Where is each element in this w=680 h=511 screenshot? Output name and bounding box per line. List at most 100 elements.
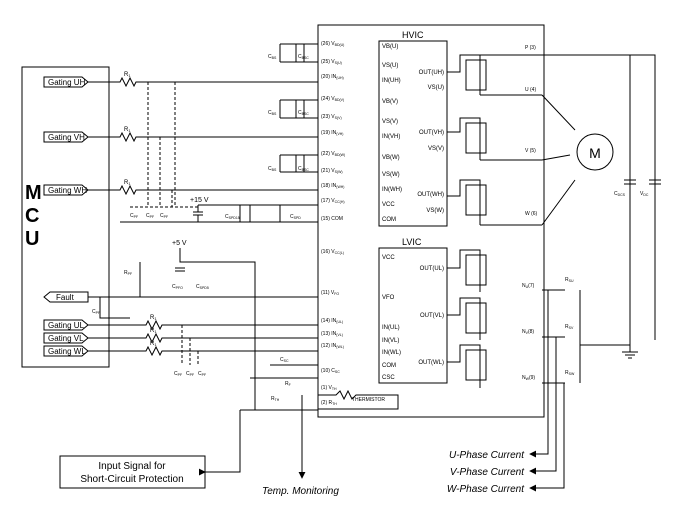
svg-text:(22) VBD(W): (22) VBD(W) <box>321 151 345 157</box>
mcu-block <box>21 66 110 368</box>
v5-label: +5 V <box>172 240 187 247</box>
svg-text:VS(V): VS(V) <box>382 119 398 125</box>
rth-label: RTH <box>271 396 280 402</box>
svg-text:P (3): P (3) <box>525 45 536 51</box>
svg-text:CPF: CPF <box>174 371 182 377</box>
svg-text:CBSC: CBSC <box>298 166 309 172</box>
input-filter-dashed <box>130 82 199 365</box>
svg-text:(20) IN(UH): (20) IN(UH) <box>321 74 344 80</box>
svg-text:CBS: CBS <box>268 110 277 116</box>
svg-text:V (5): V (5) <box>525 148 536 154</box>
gating-uh-port: Gating UH <box>43 76 89 88</box>
svg-text:(2) RTH: (2) RTH <box>321 400 337 406</box>
output-pin-labels: P (3) U (4) V (5) W (6) NU(7) NV(8) NW(9… <box>522 45 538 381</box>
svg-text:RSW: RSW <box>565 370 575 376</box>
svg-text:Gating UL: Gating UL <box>48 321 85 330</box>
svg-text:VCC: VCC <box>382 255 395 261</box>
svg-text:VS(W): VS(W) <box>426 208 444 214</box>
svg-text:(17) VCC(H): (17) VCC(H) <box>321 198 345 204</box>
hvic-input-labels: VB(U) VS(U) IN(UH) VB(V) VS(V) IN(VH) VB… <box>382 44 402 223</box>
svg-text:W (6): W (6) <box>525 211 538 217</box>
svg-text:CPF: CPF <box>186 371 194 377</box>
thermistor-path <box>318 389 399 410</box>
svg-text:(13) IN(VL): (13) IN(VL) <box>321 331 343 337</box>
mcu-letter-m: M <box>25 182 42 204</box>
svg-text:CBSC: CBSC <box>298 54 309 60</box>
svg-text:R1: R1 <box>124 180 131 186</box>
rpf-label: RPF <box>124 270 132 276</box>
gating-wl-port: Gating WL <box>43 345 89 357</box>
svg-text:(1) VTH: (1) VTH <box>321 385 337 391</box>
hvic-output-labels: OUT(UH) VS(U) OUT(VH) VS(V) OUT(WH) VS(W… <box>417 70 444 214</box>
svg-text:IN(WL): IN(WL) <box>382 350 401 356</box>
fault-port: Fault <box>43 291 89 303</box>
svg-text:VS(V): VS(V) <box>428 146 444 152</box>
svg-text:Fault: Fault <box>56 293 75 302</box>
gating-vl-port: Gating VL <box>43 332 89 344</box>
rf-label: RF <box>285 381 291 387</box>
svg-text:CPF: CPF <box>160 213 168 219</box>
bootstrap-labels: CBS CBSC CBS CBSC CBS CBSC <box>268 54 309 172</box>
svg-text:R1: R1 <box>150 315 157 321</box>
igbt-stage <box>447 54 542 388</box>
svg-text:OUT(UH): OUT(UH) <box>419 70 444 76</box>
cpfo-cap <box>175 267 185 272</box>
svg-text:(25) VS(U): (25) VS(U) <box>321 59 342 65</box>
svg-text:NV(8): NV(8) <box>522 329 534 335</box>
vcc-decouple <box>239 205 281 222</box>
svg-text:Gating UH: Gating UH <box>48 78 86 87</box>
svg-text:R1: R1 <box>150 328 157 334</box>
u-phase-current-label: U-Phase Current <box>449 450 525 461</box>
cspd15-cap <box>193 205 203 222</box>
ground-symbol <box>622 345 638 359</box>
gating-vh-port: Gating VH <box>43 131 89 143</box>
svg-text:CPF: CPF <box>198 371 206 377</box>
svg-text:VS(W): VS(W) <box>382 172 400 178</box>
vdc-label: VDC <box>640 191 649 197</box>
lvic-title: LVIC <box>402 237 422 247</box>
r1-labels: R1 R1 R1 R1 R1 R1 <box>124 72 157 347</box>
svg-text:(18) IN(WH): (18) IN(WH) <box>321 183 344 189</box>
svg-text:CBS: CBS <box>268 166 277 172</box>
w-current-wire <box>529 383 565 492</box>
cdcs-cap <box>624 179 636 185</box>
svg-text:Gating WL: Gating WL <box>48 347 86 356</box>
svg-text:CBS: CBS <box>268 54 277 60</box>
cdcs-label: CDCS <box>614 191 626 197</box>
svg-text:OUT(VH): OUT(VH) <box>419 130 444 136</box>
svg-text:OUT(UL): OUT(UL) <box>420 266 444 272</box>
gating-wh-port: Gating WH <box>43 184 89 196</box>
svg-text:IN(WH): IN(WH) <box>382 187 402 193</box>
input-signal-line1: Input Signal for <box>98 461 166 472</box>
svg-text:(19) IN(VH): (19) IN(VH) <box>321 130 343 136</box>
svg-text:(11) VFO: (11) VFO <box>321 290 339 296</box>
svg-text:VCC: VCC <box>382 202 395 208</box>
v-phase-current-label: V-Phase Current <box>450 467 525 478</box>
lvic-block <box>378 247 448 384</box>
lvic-pin-labels: (16) VCC(L) (11) VFO (14) IN(UL) (13) IN… <box>321 249 344 406</box>
svg-text:OUT(WH): OUT(WH) <box>417 192 444 198</box>
cspd15-label: CSPD15 <box>225 214 240 220</box>
svg-text:R1: R1 <box>150 341 157 347</box>
svg-text:(12) IN(WL): (12) IN(WL) <box>321 343 344 349</box>
svg-text:(23) VS(V): (23) VS(V) <box>321 114 342 120</box>
mcu-letter-c: C <box>25 205 39 227</box>
fault-filter <box>99 297 130 319</box>
svg-text:(24) VBD(V): (24) VBD(V) <box>321 96 344 102</box>
motor-label: M <box>589 145 601 161</box>
w-phase-current-label: W-Phase Current <box>447 484 525 495</box>
hvic-block <box>378 40 448 227</box>
shunt-labels: RSU RSV RSW <box>565 277 575 376</box>
motor-symbol <box>576 133 614 171</box>
gating-ul-port: Gating UL <box>43 319 89 331</box>
u-current-wire <box>529 290 549 458</box>
svg-text:Gating VH: Gating VH <box>48 133 85 142</box>
svg-text:OUT(VL): OUT(VL) <box>420 313 444 319</box>
svg-text:R1: R1 <box>124 127 131 133</box>
svg-text:IN(VL): IN(VL) <box>382 338 399 344</box>
svg-text:COM: COM <box>382 217 396 223</box>
svg-text:Gating VL: Gating VL <box>48 334 84 343</box>
svg-text:CPF: CPF <box>130 213 138 219</box>
svg-text:Gating WH: Gating WH <box>48 186 87 195</box>
